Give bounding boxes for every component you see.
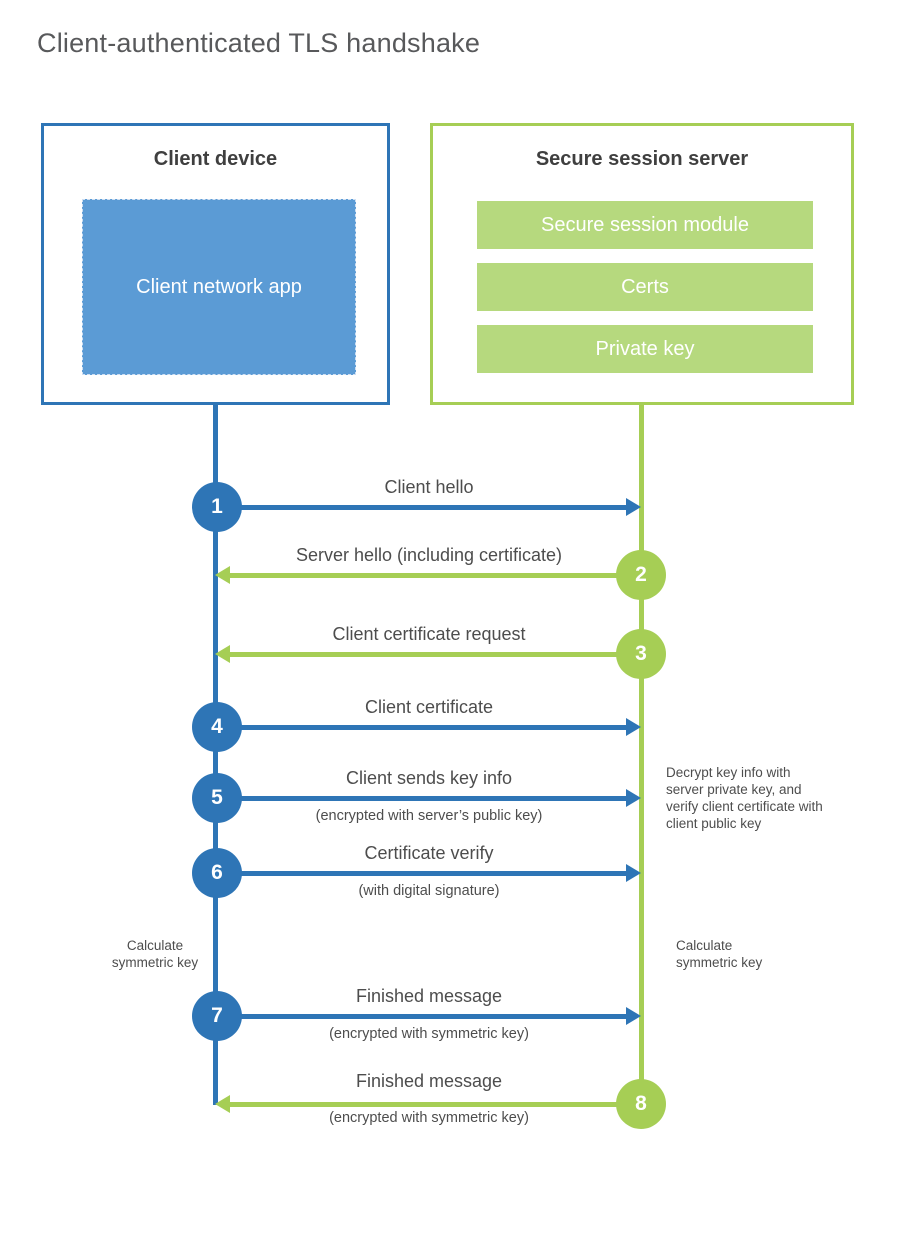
secure-session-server-box: Secure session server Secure session mod… [430, 123, 854, 405]
step-circle-5: 5 [192, 773, 242, 823]
arrow-right-icon [626, 718, 641, 736]
server-decrypt-note: Decrypt key info with server private key… [666, 765, 823, 831]
step-circle-4: 4 [192, 702, 242, 752]
client-network-app-box: Client network app [82, 199, 356, 375]
message-label: Client certificate [364, 697, 494, 717]
step-circle-1: 1 [192, 482, 242, 532]
page-title: Client-authenticated TLS handshake [37, 28, 481, 58]
message-label: Server hello (including certificate) [295, 545, 563, 565]
arrow-left-line [230, 652, 641, 657]
server-calculate-symmetric-key-note: Calculate symmetric key [676, 938, 763, 970]
client-lifeline [213, 405, 218, 1105]
step-circle-7: 7 [192, 991, 242, 1041]
step-circle-3: 3 [616, 629, 666, 679]
arrow-right-line [217, 505, 626, 510]
arrow-right-icon [626, 498, 641, 516]
client-calculate-symmetric-key-note: Calculate symmetric key [111, 938, 199, 970]
message-label: Client certificate request [332, 624, 526, 644]
server-component-certs: Certs [477, 263, 813, 311]
step-circle-2: 2 [616, 550, 666, 600]
server-component-private-key: Private key [477, 325, 813, 373]
arrow-left-line [230, 573, 641, 578]
client-device-box: Client device Client network app [41, 123, 390, 405]
client-device-title: Client device [153, 148, 278, 170]
arrow-right-line [217, 1014, 626, 1019]
message-sublabel: (encrypted with symmetric key) [329, 1110, 529, 1126]
arrow-right-icon [626, 1007, 641, 1025]
server-component-secure-session-module: Secure session module [477, 201, 813, 249]
step-circle-8: 8 [616, 1079, 666, 1129]
message-sublabel: (with digital signature) [358, 883, 500, 899]
message-label: Client hello [384, 477, 474, 497]
arrow-right-line [217, 725, 626, 730]
secure-session-server-title: Secure session server [535, 148, 749, 170]
arrow-right-icon [626, 864, 641, 882]
arrow-left-icon [215, 645, 230, 663]
arrow-left-line [230, 1102, 641, 1107]
server-lifeline [639, 405, 644, 1104]
arrow-left-icon [215, 566, 230, 584]
message-label: Client sends key info [345, 768, 513, 788]
message-sublabel: (encrypted with server’s public key) [315, 808, 543, 824]
step-circle-6: 6 [192, 848, 242, 898]
arrow-right-line [217, 796, 626, 801]
message-label: Finished message [355, 1071, 503, 1091]
message-label: Finished message [355, 986, 503, 1006]
arrow-right-icon [626, 789, 641, 807]
message-label: Certificate verify [364, 843, 494, 863]
message-sublabel: (encrypted with symmetric key) [329, 1026, 529, 1042]
arrow-right-line [217, 871, 626, 876]
arrow-left-icon [215, 1095, 230, 1113]
